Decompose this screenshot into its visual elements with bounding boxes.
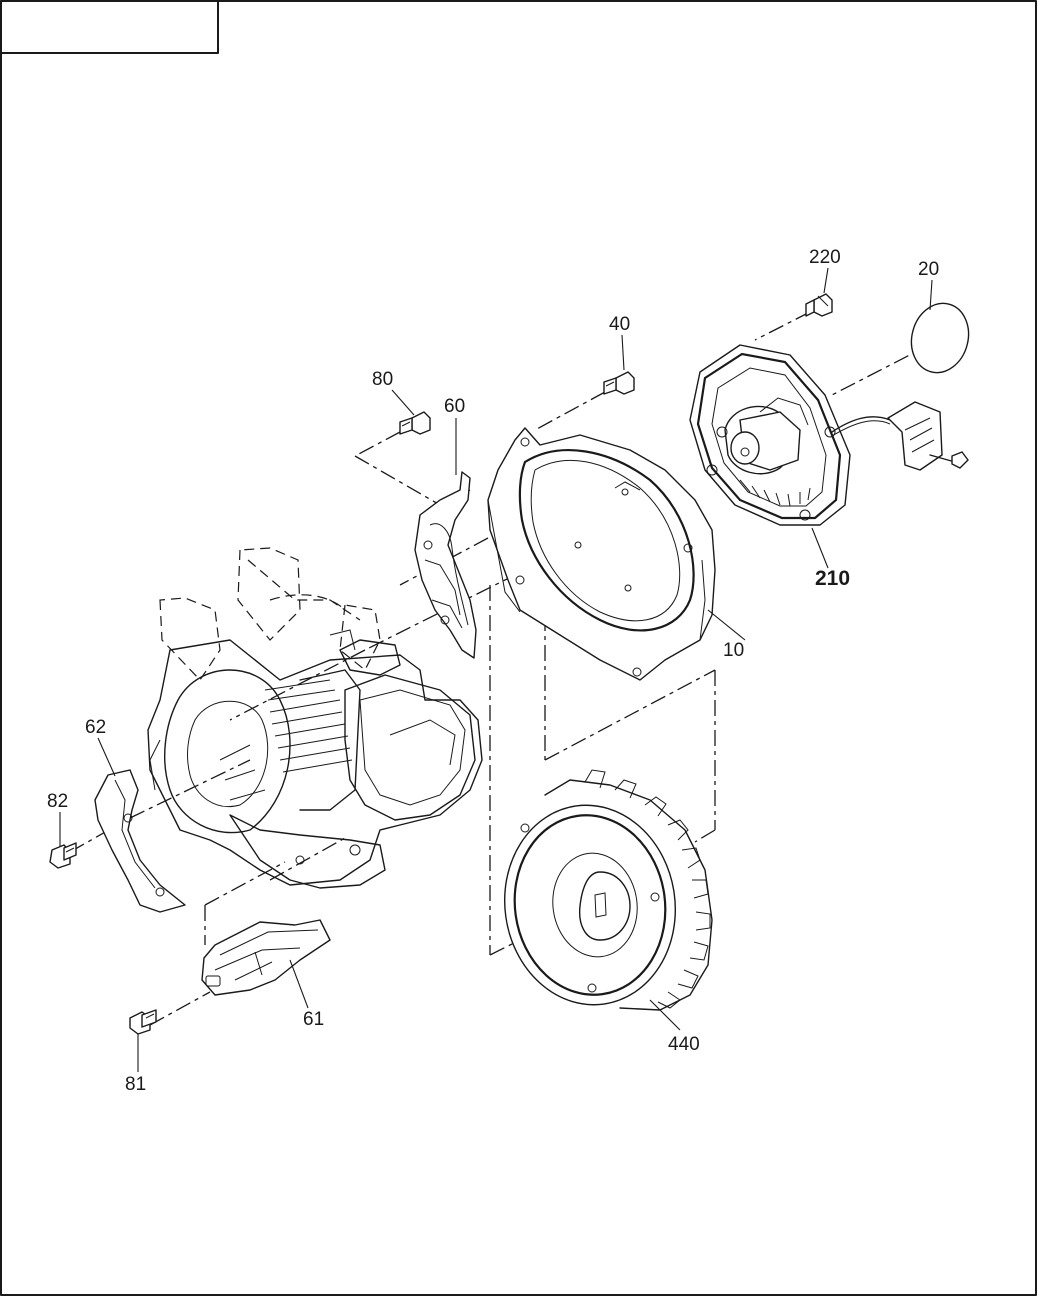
lower-shroud-61 [202, 920, 330, 995]
baffle-60 [415, 472, 476, 658]
bolt-81 [130, 1010, 156, 1034]
flywheel-440 [492, 770, 712, 1016]
callout-220: 220 [809, 247, 841, 268]
header-box [1, 1, 218, 53]
disc-20 [904, 297, 976, 379]
callout-61: 61 [303, 1009, 324, 1030]
callout-62: 62 [85, 717, 106, 738]
callout-82: 82 [47, 791, 68, 812]
callout-210: 210 [815, 567, 850, 590]
callout-60: 60 [444, 396, 465, 417]
recoil-starter-210 [690, 345, 968, 525]
bolt-40 [604, 372, 634, 394]
side-cover-62 [95, 770, 185, 912]
bolt-80 [400, 412, 430, 434]
callout-80: 80 [372, 369, 393, 390]
bolt-82 [50, 843, 76, 868]
callout-10: 10 [723, 640, 744, 661]
callout-20: 20 [918, 259, 939, 280]
callout-440: 440 [668, 1034, 700, 1055]
blower-housing-10 [488, 428, 715, 680]
bolt-220 [806, 294, 832, 316]
callout-40: 40 [609, 314, 630, 335]
callout-81: 81 [125, 1074, 146, 1095]
